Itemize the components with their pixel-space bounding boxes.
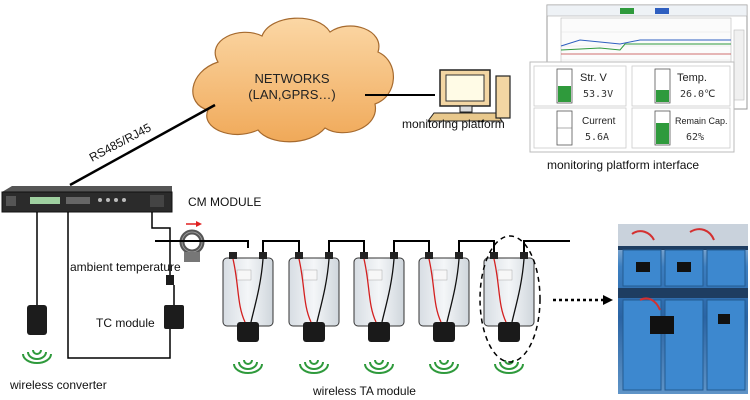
battery-body xyxy=(222,257,274,327)
battery-terminal xyxy=(259,252,267,259)
red-sense-lead xyxy=(363,258,377,323)
battery-label-patch xyxy=(302,269,318,281)
battery-terminal xyxy=(360,252,368,259)
remain-cap-label: Remain Cap. xyxy=(675,116,728,126)
battery-terminal xyxy=(325,252,333,259)
panel-str-v: Str. V 53.3V xyxy=(533,65,627,107)
battery-cell xyxy=(483,240,535,374)
battery-label-patch xyxy=(236,269,252,281)
monitoring-platform-label: monitoring platform xyxy=(402,117,505,131)
battery-terminal xyxy=(455,252,463,259)
str-v-value: 53.3V xyxy=(583,89,613,100)
platform-status-panels: Str. V 53.3V Temp. 26.0℃ Current 5.6A Re… xyxy=(529,61,735,153)
battery-body xyxy=(288,257,340,327)
monitoring-interface-label: monitoring platform interface xyxy=(547,158,699,172)
bus-link xyxy=(328,240,365,252)
bus-link xyxy=(458,240,495,252)
temp-label: Temp. xyxy=(677,72,707,84)
battery-label-patch xyxy=(497,269,513,281)
cm-wiring xyxy=(36,212,171,359)
black-sense-lead xyxy=(381,258,395,323)
red-sense-lead xyxy=(493,258,507,323)
red-sense-lead xyxy=(232,258,246,323)
battery-cell xyxy=(288,240,365,374)
battery-terminal xyxy=(490,252,498,259)
battery-terminal xyxy=(520,252,528,259)
str-v-level-bar xyxy=(558,86,571,102)
ta-module xyxy=(303,322,325,342)
ambient-temperature-label: ambient temperature xyxy=(70,260,181,274)
current-sensor-clamp xyxy=(179,229,205,262)
cm-module-device xyxy=(1,186,173,213)
battery-label-patch xyxy=(432,269,448,281)
panel-remain-cap: Remain Cap. 62% xyxy=(631,107,731,149)
current-value: 5.6A xyxy=(585,132,609,143)
cm-module-label: CM MODULE xyxy=(188,195,261,209)
tc-module-label: TC module xyxy=(96,316,155,330)
ta-module xyxy=(498,322,520,342)
bus-link xyxy=(523,240,530,252)
battery-cell xyxy=(222,240,300,374)
battery-label-patch xyxy=(367,269,383,281)
wifi-icon xyxy=(429,359,459,374)
wireless-ta-module-label: wireless TA module xyxy=(312,384,416,398)
ambient-temp-sensor xyxy=(166,275,174,285)
battery-body xyxy=(483,257,535,327)
wifi-icon xyxy=(364,359,394,374)
network-cloud-title: NETWORKS xyxy=(254,71,329,86)
rs485-link xyxy=(69,103,216,187)
red-sense-lead xyxy=(298,258,312,323)
tc-module-device xyxy=(164,285,184,329)
bus-link xyxy=(262,240,300,252)
bus-link xyxy=(393,240,430,252)
current-direction-arrow xyxy=(186,221,202,227)
battery-body xyxy=(418,257,470,327)
wireless-converter-device xyxy=(22,305,52,364)
wifi-icon xyxy=(233,359,263,374)
ta-module xyxy=(433,322,455,342)
monitoring-pc-icon xyxy=(427,69,511,122)
str-v-label: Str. V xyxy=(580,72,608,84)
wifi-icon xyxy=(299,359,329,374)
battery-terminal xyxy=(295,252,303,259)
battery-terminal xyxy=(229,252,237,259)
remain-cap-level-bar xyxy=(656,123,669,144)
network-cloud-subtitle: (LAN,GPRS…) xyxy=(248,87,335,102)
highlight-ellipse xyxy=(479,235,541,363)
network-cloud: NETWORKS (LAN,GPRS…) xyxy=(192,17,394,143)
battery-cell xyxy=(353,240,430,374)
zoom-arrow xyxy=(553,295,613,305)
black-sense-lead xyxy=(511,258,525,323)
battery-bus-line xyxy=(155,240,249,248)
remain-cap-value: 62% xyxy=(686,132,704,143)
black-sense-lead xyxy=(446,258,460,323)
battery-cell xyxy=(418,240,495,374)
black-sense-lead xyxy=(250,258,264,323)
battery-string xyxy=(222,240,535,374)
current-label: Current xyxy=(582,116,616,127)
ta-module xyxy=(237,322,259,342)
wireless-converter-label: wireless converter xyxy=(9,378,107,392)
panel-temp: Temp. 26.0℃ xyxy=(631,65,731,107)
black-sense-lead xyxy=(316,258,330,323)
red-sense-lead xyxy=(428,258,442,323)
battery-body xyxy=(353,257,405,327)
temp-value: 26.0℃ xyxy=(680,89,715,100)
installation-photo xyxy=(618,224,748,394)
panel-current: Current 5.6A xyxy=(533,107,627,149)
temp-level-bar xyxy=(656,90,669,102)
battery-terminal xyxy=(425,252,433,259)
battery-terminal xyxy=(390,252,398,259)
ta-module xyxy=(368,322,390,342)
